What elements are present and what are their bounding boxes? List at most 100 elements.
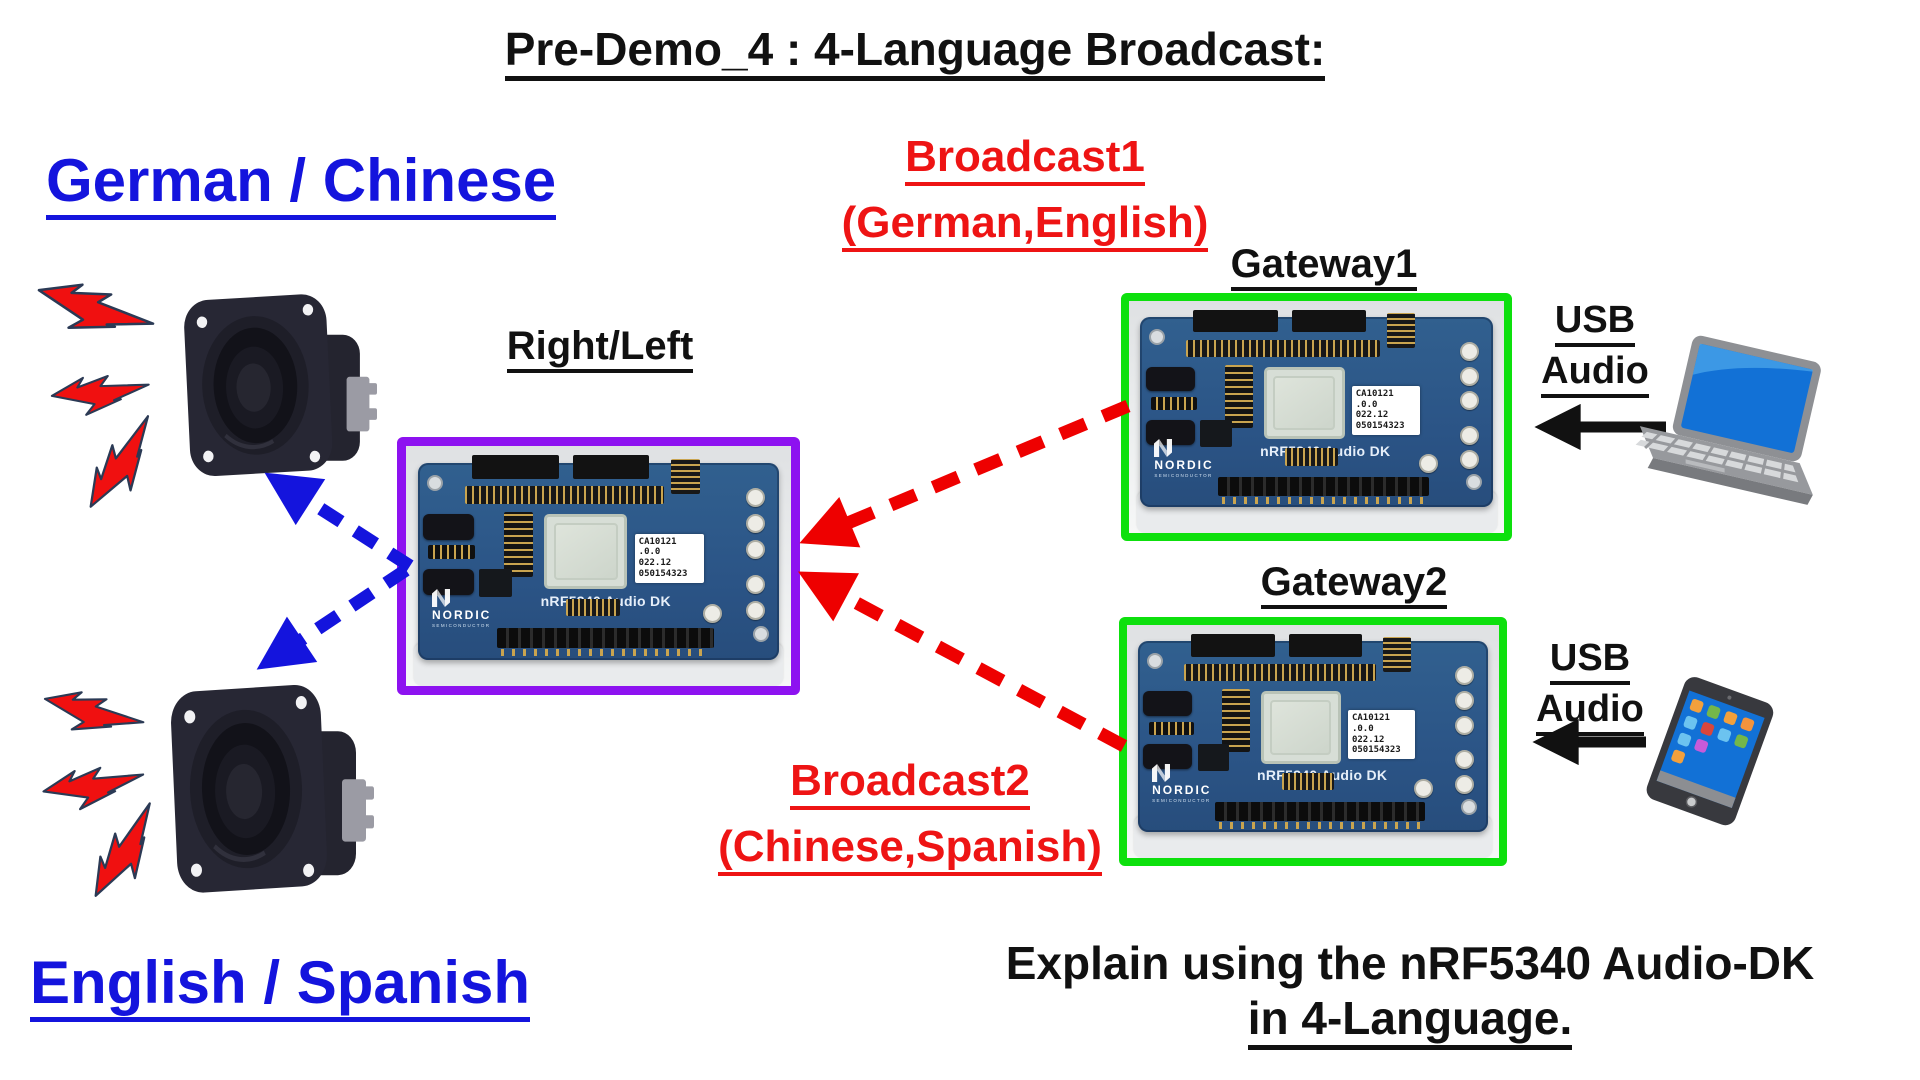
header-connector — [1193, 309, 1278, 333]
nordic-logo-text: NORDIC — [1154, 457, 1214, 472]
reset-button — [1418, 454, 1438, 474]
sticker-line: 022.12 — [1355, 410, 1389, 421]
board-button — [1459, 425, 1479, 445]
speaker-icon-top — [183, 293, 377, 477]
audio-jack — [1145, 366, 1195, 392]
board-pcb: CA10121 .0.0 022.12 050154323 nRF5340 Au… — [417, 454, 780, 660]
speaker-icon-bottom — [170, 683, 374, 894]
receiver-board: CA10121 .0.0 022.12 050154323 nRF5340 Au… — [406, 446, 791, 686]
sound-bolts-bottom — [37, 669, 182, 906]
pin-header — [504, 511, 534, 577]
nordic-logo-text: NORDIC — [1152, 782, 1212, 797]
board-button — [1454, 750, 1474, 770]
lightning-bolt-icon — [30, 256, 155, 368]
usb-audio-label-2: USB Audio — [1480, 634, 1700, 736]
gateway1-box: CA10121 .0.0 022.12 050154323 nRF5340 Au… — [1121, 293, 1512, 541]
nordic-logo-subtext: SEMICONDUCTOR — [1154, 472, 1213, 478]
board-sticker: CA10121 .0.0 022.12 050154323 — [1347, 710, 1416, 760]
header-connector — [1288, 633, 1362, 657]
audio-jack — [422, 513, 474, 540]
board-sticker: CA10121 .0.0 022.12 050154323 — [1351, 385, 1420, 435]
pin-header — [1186, 340, 1380, 358]
lightning-bolt-icon — [67, 415, 179, 518]
screw — [1466, 474, 1483, 491]
explain-note: Explain using the nRF5340 Audio-DK in 4-… — [910, 936, 1910, 1051]
board-button — [745, 600, 765, 620]
board-button — [1454, 775, 1474, 795]
sticker-line: .0.0 — [1351, 723, 1374, 734]
header-connector — [1291, 309, 1366, 333]
ic-chip — [479, 569, 512, 597]
header-connector — [1190, 633, 1275, 657]
edge-connector — [1215, 801, 1425, 829]
blue-dashed-arrow-bottom-speaker — [256, 564, 410, 670]
label-gateway2: Gateway2 — [1204, 560, 1504, 609]
board-button — [745, 574, 765, 594]
reset-button — [1414, 778, 1434, 798]
audio-label: Audio — [1480, 685, 1700, 736]
lightning-bolt-icon — [71, 802, 182, 906]
pin-header — [428, 545, 476, 560]
receiver-box: CA10121 .0.0 022.12 050154323 nRF5340 Au… — [397, 437, 800, 695]
red-dashed-arrow-broadcast2 — [797, 571, 1128, 752]
pin-header — [1224, 364, 1254, 428]
sound-bolts-top — [30, 256, 179, 518]
sticker-line: 050154323 — [1351, 745, 1401, 756]
board-photo: CA10121 .0.0 022.12 050154323 nRF5340 Au… — [1129, 301, 1504, 533]
board-button — [1459, 366, 1479, 386]
gateway2-box: CA10121 .0.0 022.12 050154323 nRF5340 Au… — [1119, 617, 1507, 866]
pin-header — [1148, 721, 1195, 735]
edge-connector — [1217, 477, 1430, 504]
usb-label: USB — [1485, 296, 1705, 347]
screw — [752, 625, 769, 642]
sticker-line: CA10121 — [1351, 713, 1390, 724]
debug-header — [1284, 448, 1338, 466]
pin-header — [464, 486, 664, 505]
pin-header — [1183, 664, 1376, 682]
board-button — [1459, 341, 1479, 361]
gateway2-board: CA10121 .0.0 022.12 050154323 nRF5340 Au… — [1127, 625, 1499, 858]
board-photo: CA10121 .0.0 022.12 050154323 nRF5340 Au… — [1127, 625, 1499, 858]
board-button — [1459, 391, 1479, 411]
nordic-logo-icon — [1152, 763, 1171, 782]
board-button — [745, 539, 765, 559]
pin-header — [1382, 637, 1411, 672]
pin-header — [1222, 689, 1251, 753]
board-sticker: CA10121 .0.0 022.12 050154323 — [634, 533, 705, 583]
board-photo: CA10121 .0.0 022.12 050154323 nRF5340 Au… — [406, 446, 791, 686]
sticker-line: .0.0 — [1355, 399, 1378, 410]
explain-line2: in 4-Language. — [910, 991, 1910, 1051]
header-connector — [471, 454, 559, 479]
broadcast1-title: Broadcast1 — [790, 124, 1260, 190]
nordic-logo-subtext: SEMICONDUCTOR — [1152, 797, 1211, 803]
nordic-logo-icon — [432, 588, 451, 607]
sticker-line: 050154323 — [638, 569, 688, 580]
screw — [1149, 328, 1166, 345]
label-english-spanish: English / Spanish — [30, 948, 531, 1022]
usb-audio-label-1: USB Audio — [1485, 296, 1705, 398]
nordic-logo-icon — [1154, 438, 1173, 457]
header-connector — [573, 454, 650, 479]
screw — [1146, 652, 1163, 669]
sticker-line: 022.12 — [638, 558, 672, 569]
sticker-line: 050154323 — [1355, 421, 1405, 432]
explain-line1: Explain using the nRF5340 Audio-DK — [1005, 937, 1815, 989]
sticker-line: CA10121 — [1355, 388, 1394, 399]
screw — [1461, 799, 1478, 816]
blue-dashed-arrow-top-speaker — [264, 472, 414, 572]
sticker-line: 022.12 — [1351, 734, 1385, 745]
sticker-line: CA10121 — [638, 536, 677, 547]
broadcast2-label: Broadcast2 (Chinese,Spanish) — [660, 748, 1160, 880]
board-button — [745, 488, 765, 508]
ic-chip — [1200, 419, 1232, 447]
lightning-bolt-icon — [37, 669, 145, 762]
board-pcb: CA10121 .0.0 022.12 050154323 nRF5340 Au… — [1138, 633, 1488, 833]
broadcast1-langs: (German,English) — [790, 190, 1260, 256]
debug-header — [1281, 773, 1334, 791]
red-dashed-arrow-broadcast1 — [799, 400, 1131, 548]
page-title: Pre-Demo_4 : 4-Language Broadcast: — [460, 22, 1370, 82]
nordic-logo: NORDIC SEMICONDUCTOR — [432, 588, 491, 628]
usb-label: USB — [1480, 634, 1700, 685]
nrf5340-chip — [544, 513, 628, 589]
board-pcb: CA10121 .0.0 022.12 050154323 nRF5340 Au… — [1140, 309, 1493, 508]
